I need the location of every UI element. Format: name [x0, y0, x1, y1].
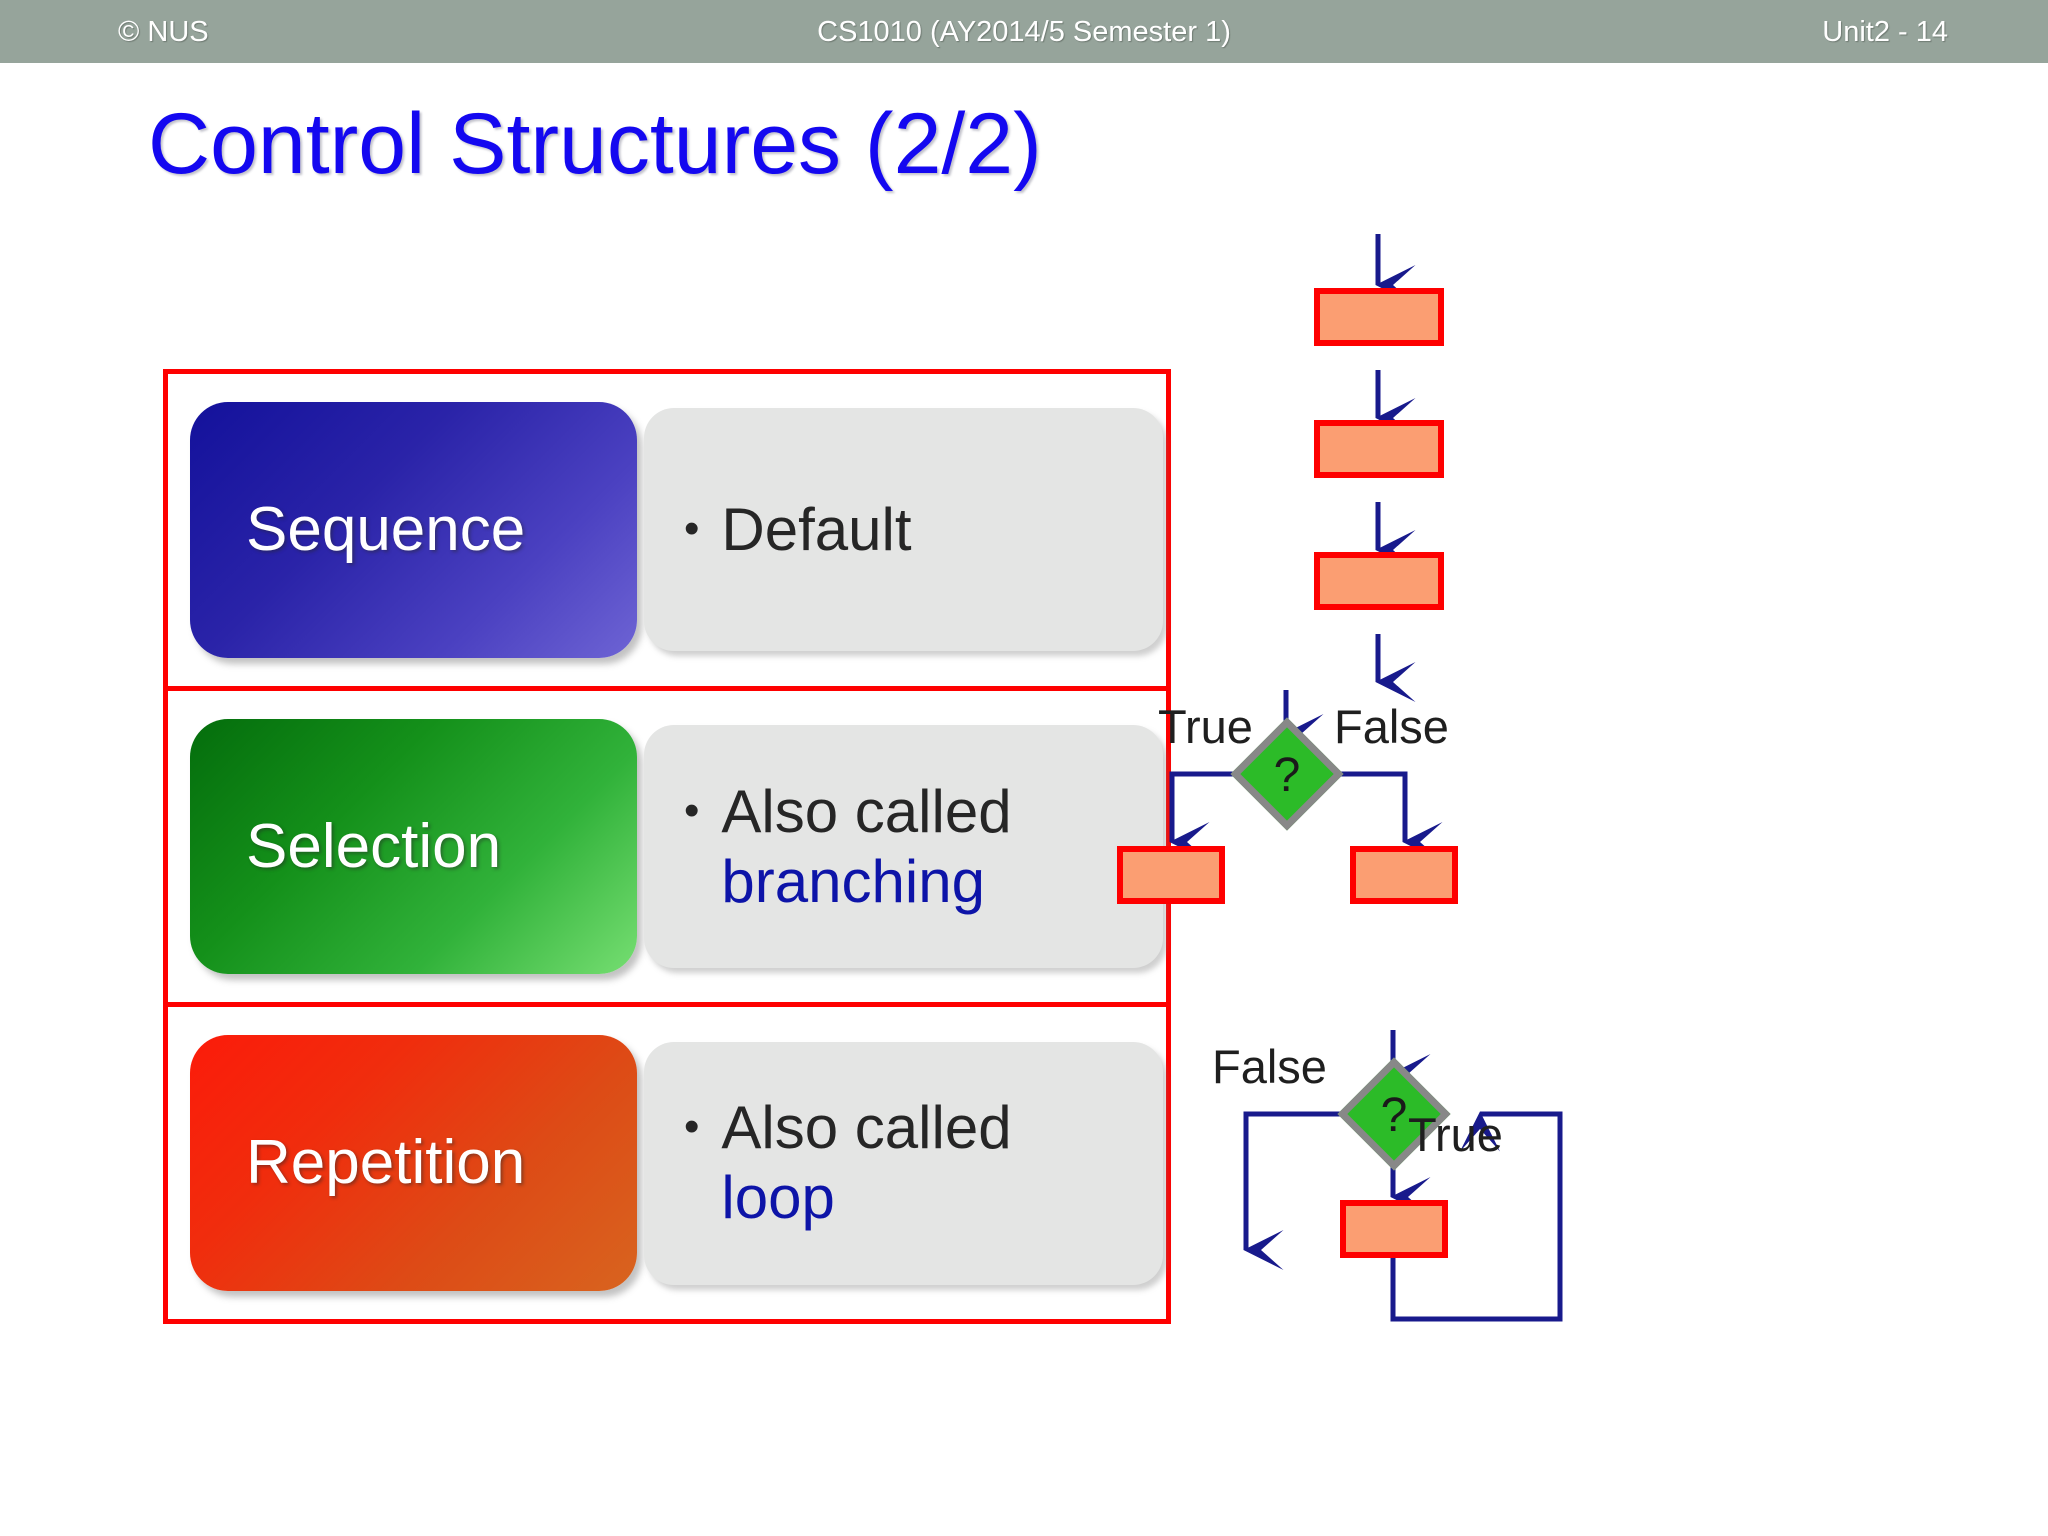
sequence-flowchart — [1300, 230, 1560, 702]
selection-bullet-main: Also called — [721, 777, 1012, 845]
sequence-process-box-1 — [1314, 288, 1444, 346]
selection-flowchart: ? True False — [1100, 690, 1520, 950]
repetition-false-label: False — [1212, 1040, 1327, 1093]
selection-decision-label: ? — [1273, 749, 1301, 802]
table-row: Repetition • Also called loop — [163, 1002, 1171, 1325]
selection-bullet-alt: branching — [721, 847, 985, 915]
bullet-item: • Also called loop — [684, 1093, 1012, 1233]
bullet-dot-icon: • — [684, 503, 700, 553]
repetition-label: Repetition — [246, 1128, 526, 1198]
repetition-process-box — [1340, 1200, 1448, 1258]
selection-bullet-text: Also called branching — [721, 777, 1011, 917]
repetition-arrows — [1243, 1030, 1563, 1322]
header-course-title: CS1010 (AY2014/5 Semester 1) — [817, 16, 1231, 48]
table-row: Sequence • Default — [163, 369, 1171, 691]
repetition-bullet-text: Also called loop — [721, 1093, 1011, 1233]
selection-true-label: True — [1158, 700, 1253, 753]
table-row: Selection • Also called branching — [163, 685, 1171, 1008]
sequence-bullet-text: Default — [721, 495, 911, 565]
sequence-description-box: • Default — [644, 408, 1163, 652]
bullet-item: • Default — [684, 495, 912, 565]
repetition-label-box: Repetition — [190, 1035, 637, 1291]
repetition-bullet-main: Also called — [721, 1094, 1012, 1162]
sequence-bullet-main: Default — [721, 495, 912, 563]
selection-label: Selection — [246, 811, 502, 881]
sequence-arrows — [1375, 234, 1416, 702]
repetition-description-box: • Also called loop — [644, 1041, 1163, 1285]
header-copyright: © NUS — [118, 16, 209, 48]
selection-process-box-true — [1117, 846, 1225, 904]
repetition-bullet-alt: loop — [721, 1164, 835, 1232]
control-structures-table: Sequence • Default Selection • Also — [163, 369, 1171, 1325]
selection-label-box: Selection — [190, 718, 637, 975]
bullet-dot-icon: • — [684, 785, 700, 835]
repetition-flowchart: ? False True — [1212, 1030, 1650, 1350]
selection-process-box-false — [1350, 846, 1458, 904]
slide-header-band: © NUS CS1010 (AY2014/5 Semester 1) Unit2… — [0, 0, 2048, 63]
page-title: Control Structures (2/2) — [148, 96, 1042, 192]
header-slide-number: Unit2 - 14 — [1822, 16, 1948, 48]
sequence-process-box-2 — [1314, 420, 1444, 478]
selection-false-label: False — [1334, 700, 1449, 753]
selection-description-box: • Also called branching — [644, 724, 1163, 969]
sequence-process-box-3 — [1314, 552, 1444, 610]
sequence-label-box: Sequence — [190, 402, 637, 658]
repetition-decision-label: ? — [1380, 1089, 1408, 1142]
bullet-dot-icon: • — [684, 1102, 700, 1152]
repetition-true-label: True — [1408, 1108, 1503, 1161]
bullet-item: • Also called branching — [684, 777, 1012, 917]
sequence-label: Sequence — [246, 494, 526, 564]
